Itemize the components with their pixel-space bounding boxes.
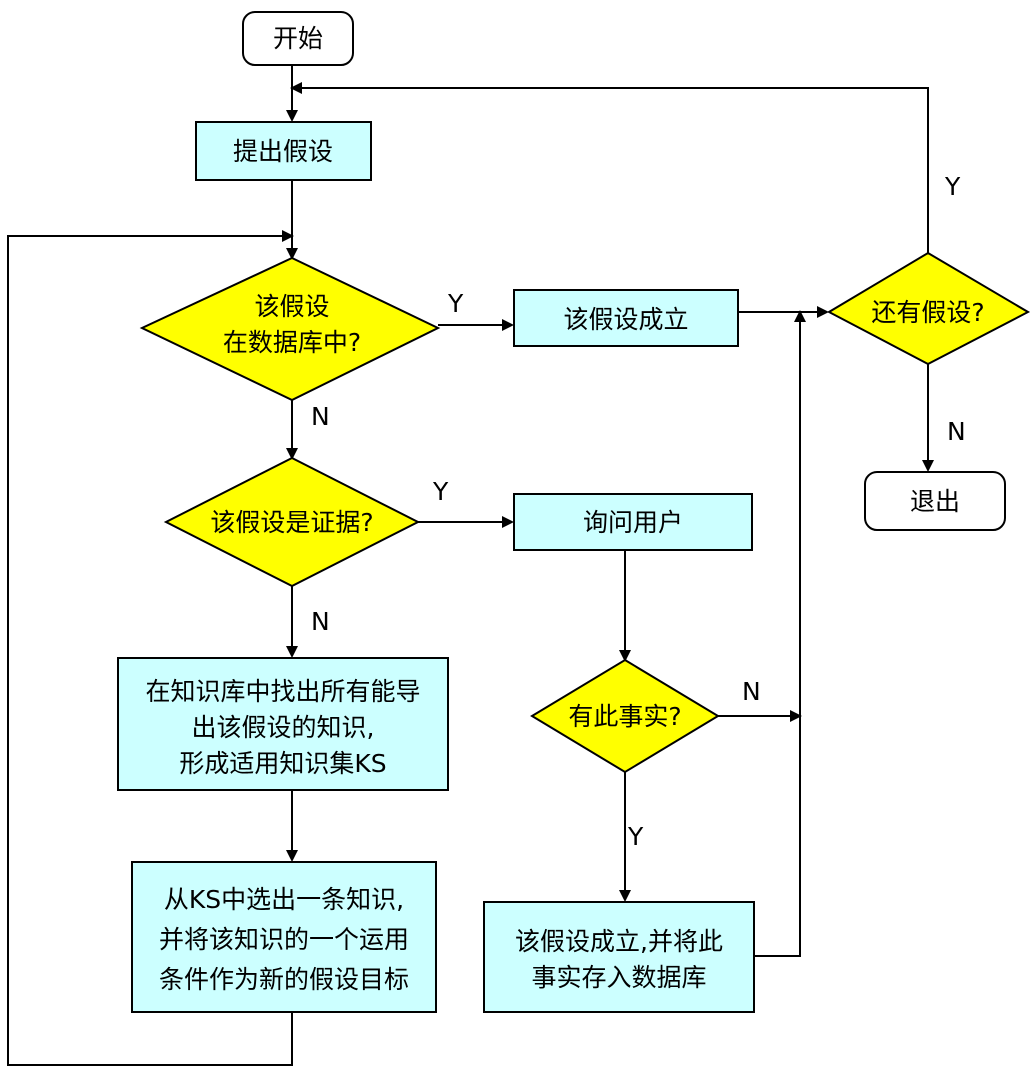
label-more-no: N — [947, 417, 966, 446]
node-start: 开始 — [242, 11, 354, 66]
node-label: 有此事实? — [568, 702, 681, 731]
node-label: 询问用户 — [583, 508, 683, 537]
terminal-shape — [864, 471, 1006, 531]
node-label: 还有假设? — [871, 298, 984, 327]
node-in-database-decision: 该假设在数据库中? — [139, 256, 441, 402]
node-label: 该假设在数据库中? — [223, 292, 361, 357]
node-label: 在知识库中找出所有能导出该假设的知识, 形成适用知识集KS — [145, 677, 420, 778]
node-label-line: 该假设 — [254, 292, 329, 321]
node-label-line: 并将该知识的一个运用 — [159, 925, 409, 954]
process-shape — [483, 901, 755, 1013]
label-in-db-yes: Y — [447, 289, 464, 318]
node-label-line: 从KS中选出一条知识, — [164, 885, 404, 914]
node-hypothesis-holds: 该假设成立 — [513, 289, 739, 347]
edge-more-yes — [290, 82, 929, 253]
node-ask-user: 询问用户 — [513, 493, 753, 551]
node-more-hypotheses-decision: 还有假设? — [826, 251, 1031, 366]
label-evidence-yes: Y — [432, 477, 449, 506]
decision-shape — [139, 256, 441, 402]
edge-labels: Y N Y N N Y Y N — [311, 172, 966, 851]
label-evidence-no: N — [311, 607, 330, 636]
node-label: 该假设是证据? — [210, 508, 373, 537]
node-label: 该假设成立,并将此事实存入数据库 — [515, 927, 723, 992]
node-label-line: 条件作为新的假设目标 — [159, 965, 409, 994]
node-label-line: 出该假设的知识, — [192, 713, 375, 742]
node-label-line: 该假设是证据? — [210, 508, 373, 537]
node-has-fact-decision: 有此事实? — [530, 658, 720, 774]
process-shape — [117, 657, 449, 791]
node-is-evidence-decision: 该假设是证据? — [163, 456, 421, 588]
node-label-line: 该假设成立,并将此 — [515, 927, 723, 956]
node-find-knowledge: 在知识库中找出所有能导出该假设的知识, 形成适用知识集KS — [117, 657, 449, 791]
label-fact-yes: Y — [627, 822, 644, 851]
node-label-line: 在知识库中找出所有能导 — [145, 677, 420, 706]
node-label-line: 有此事实? — [568, 702, 681, 731]
node-label-line: 提出假设 — [233, 137, 333, 166]
node-label-line: 事实存入数据库 — [531, 963, 706, 992]
decision-shape — [163, 456, 421, 588]
node-label: 该假设成立 — [563, 305, 688, 334]
node-label: 退出 — [910, 487, 960, 516]
decision-shape — [826, 251, 1031, 366]
edge-loop-back — [7, 230, 294, 1066]
terminal-shape — [242, 11, 354, 66]
process-shape — [513, 493, 753, 551]
node-exit: 退出 — [864, 471, 1006, 531]
node-select-knowledge: 从KS中选出一条知识, 并将该知识的一个运用条件作为新的假设目标 — [131, 861, 437, 1013]
node-label-line: 开始 — [273, 24, 323, 53]
process-shape — [131, 861, 437, 1013]
node-label: 从KS中选出一条知识, 并将该知识的一个运用条件作为新的假设目标 — [159, 885, 409, 994]
node-holds-and-store: 该假设成立,并将此事实存入数据库 — [483, 901, 755, 1013]
node-label-line: 形成适用知识集KS — [179, 749, 386, 778]
decision-shape — [530, 658, 720, 774]
node-label: 提出假设 — [233, 137, 333, 166]
process-shape — [513, 289, 739, 347]
node-label-line: 询问用户 — [583, 508, 683, 537]
label-in-db-no: N — [311, 402, 330, 431]
node-label-line: 该假设成立 — [563, 305, 688, 334]
edge-store-to-junction — [755, 310, 806, 957]
node-label: 开始 — [273, 24, 323, 53]
connectors — [7, 65, 934, 1066]
process-shape — [195, 121, 372, 181]
node-label-line: 退出 — [910, 487, 960, 516]
node-label-line: 在数据库中? — [223, 328, 361, 357]
label-more-yes: Y — [944, 172, 961, 201]
node-propose-hypothesis: 提出假设 — [195, 121, 372, 181]
node-label-line: 还有假设? — [871, 298, 984, 327]
label-fact-no: N — [742, 677, 761, 706]
